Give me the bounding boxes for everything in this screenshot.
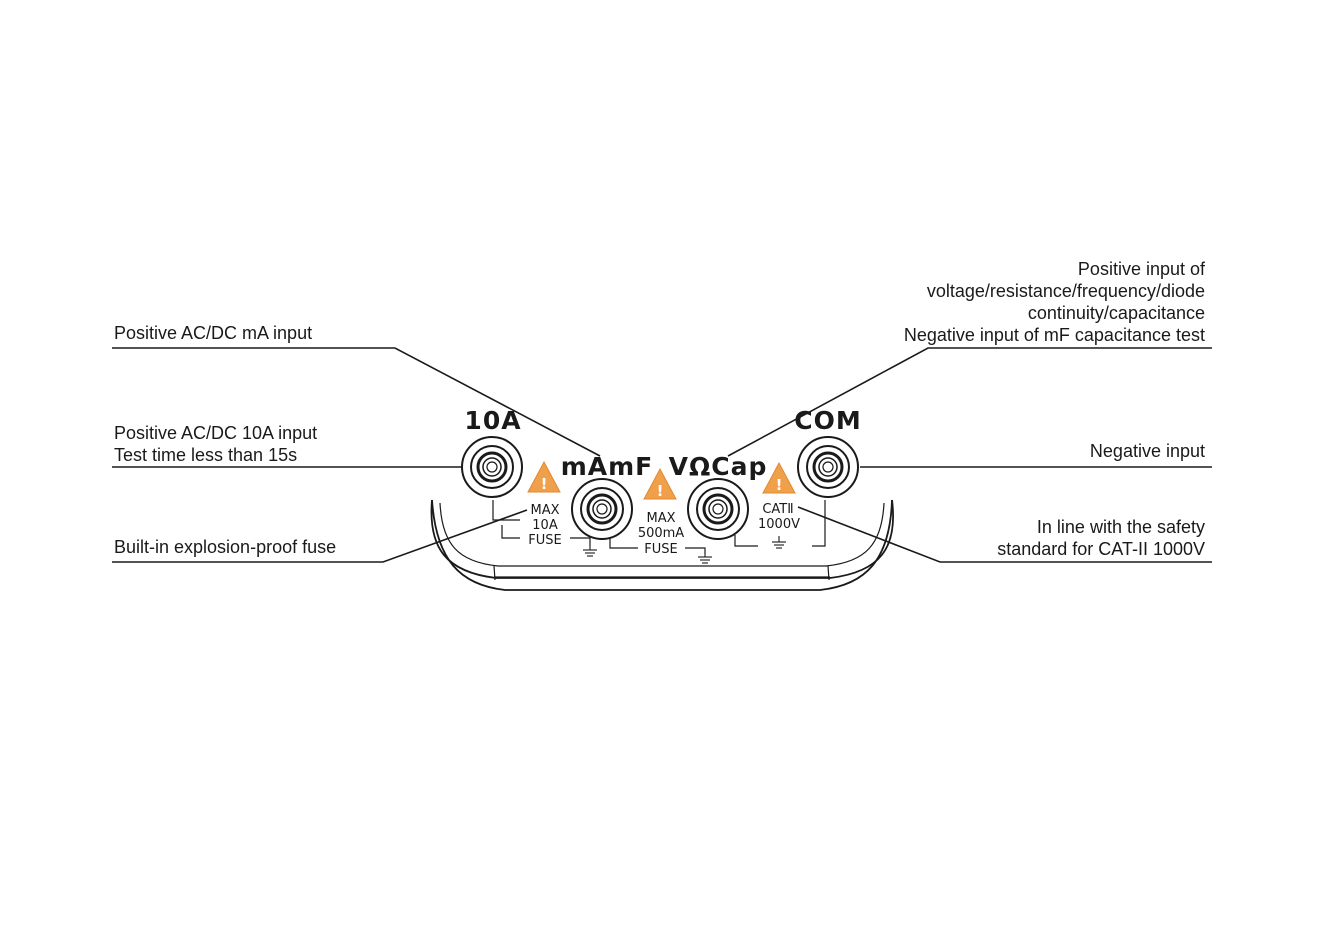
bracket-cat-right — [812, 500, 826, 547]
callout-fuse: Built-in explosion-proof fuse — [114, 536, 336, 558]
panel-bezel — [430, 499, 894, 591]
label-cat: CATⅡ — [762, 502, 793, 517]
ground-icon-1 — [583, 546, 597, 557]
callout-10a-input-line-1: Positive AC/DC 10A input — [114, 423, 318, 443]
label-ma-rating: 500mA — [638, 526, 684, 541]
warning-mark-2: ! — [657, 482, 664, 500]
circuit-brackets — [492, 500, 826, 554]
label-10a-fuse: FUSE — [528, 533, 561, 548]
ground-symbols — [583, 536, 786, 564]
bracket-fuse-b-right — [685, 547, 706, 554]
callout-vohm-input: Positive input of voltage/resistance/fre… — [904, 258, 1205, 346]
callout-negative-line-1: Negative input — [1089, 441, 1205, 461]
label-com: COM — [794, 406, 861, 435]
bezel-outer — [430, 499, 894, 579]
ground-icon-3 — [772, 536, 786, 549]
label-ma-max: MAX — [646, 511, 675, 526]
callout-vohm-line-2: voltage/resistance/frequency/diode — [926, 281, 1205, 301]
bracket-cat-left — [734, 535, 758, 547]
label-ma-fuse: FUSE — [644, 542, 677, 557]
callout-cat-line-1: In line with the safety — [1036, 517, 1205, 537]
callout-10a-input: Positive AC/DC 10A input Test time less … — [114, 422, 317, 466]
bezel-outer-lower — [431, 499, 893, 591]
callout-ma-input: Positive AC/DC mA input — [114, 322, 312, 344]
callout-cat-standard: In line with the safety standard for CAT… — [997, 516, 1205, 560]
label-10a-rating: 10A — [532, 518, 558, 533]
leader-fuse — [112, 509, 528, 563]
callout-fuse-line-1: Built-in explosion-proof fuse — [114, 537, 337, 557]
warning-mark-3: ! — [776, 476, 783, 494]
label-10a-max: MAX — [530, 503, 559, 518]
callout-vohm-line-3: continuity/capacitance — [1027, 303, 1205, 323]
label-vohm-cap: VΩCap — [669, 452, 768, 481]
leader-lines — [112, 347, 1212, 563]
jack-com[interactable] — [797, 436, 859, 498]
bezel-inner — [439, 502, 885, 567]
warning-icon-2: ! — [643, 467, 677, 500]
bracket-fuse-a-right — [570, 537, 591, 546]
bracket-10a — [492, 500, 520, 521]
callout-vohm-line-1: Positive input of — [1077, 259, 1205, 279]
callout-cat-line-2: standard for CAT-II 1000V — [997, 539, 1205, 559]
jack-10a[interactable] — [461, 436, 523, 498]
callout-10a-input-line-2: Test time less than 15s — [114, 445, 298, 465]
jack-vohm[interactable] — [687, 478, 749, 540]
callout-ma-input-line-1: Positive AC/DC mA input — [114, 323, 313, 343]
label-cat-voltage: 1000V — [758, 517, 800, 532]
warning-icon-3: ! — [762, 461, 796, 494]
bracket-fuse-a — [501, 525, 520, 539]
callout-vohm-line-4: Negative input of mF capacitance test — [903, 325, 1205, 345]
warning-icon-1: ! — [527, 460, 561, 493]
leader-cat-standard — [797, 506, 1212, 563]
label-mamf: mAmF — [561, 452, 654, 481]
bezel-joint-right — [827, 565, 830, 581]
label-10a: 10A — [464, 406, 521, 435]
bracket-fuse-b-left — [609, 536, 638, 549]
warning-mark-1: ! — [541, 475, 548, 493]
leader-vohm-input — [727, 347, 1212, 457]
callout-negative-input: Negative input — [1090, 440, 1205, 462]
ground-icon-2 — [698, 554, 712, 564]
bezel-joint-left — [493, 565, 496, 581]
jack-mamf[interactable] — [571, 478, 633, 540]
leader-ma-input — [112, 347, 601, 457]
